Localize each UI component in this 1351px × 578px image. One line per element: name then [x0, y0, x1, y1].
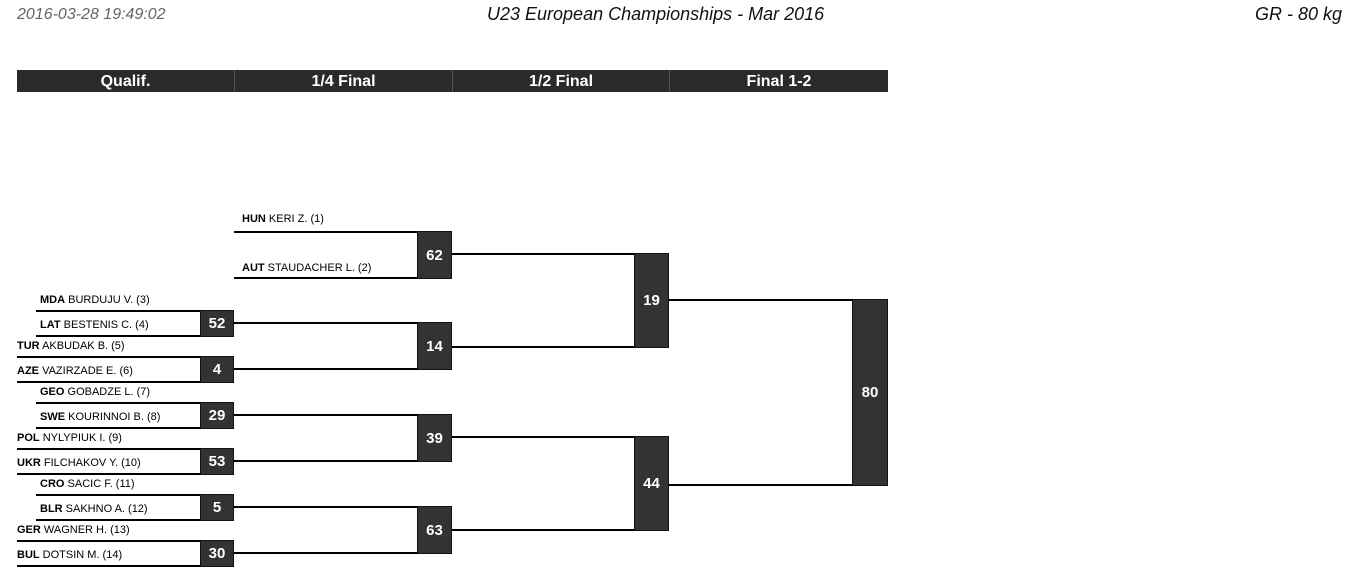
bracket-line [234, 552, 418, 554]
bout-q4: 53 [200, 448, 234, 475]
bout-q5: 5 [200, 494, 234, 521]
round-final: Final 1-2 [746, 73, 812, 90]
competitor-4: LAT BESTENIS C. (4) [40, 319, 149, 331]
bracket-line [36, 402, 200, 404]
competitor-9: POL NYLYPIUK I. (9) [17, 432, 122, 444]
bracket-line [17, 540, 200, 542]
competitor-7: GEO GOBADZE L. (7) [40, 386, 151, 398]
timestamp: 2016-03-28 19:49:02 [17, 6, 166, 23]
round-header-bar: Qualif. 1/4 Final 1/2 Final Final 1-2 [17, 70, 888, 92]
competitor-14: BUL DOTSIN M. (14) [17, 549, 123, 561]
bracket-line [234, 414, 418, 416]
bout-final: 80 [852, 299, 888, 486]
bout-q2: 4 [200, 356, 234, 383]
bracket-line [669, 299, 853, 301]
competitor-3: MDA BURDUJU V. (3) [40, 294, 150, 306]
bracket-line [17, 473, 200, 475]
round-semifinal: 1/2 Final [453, 70, 670, 92]
bracket-line [452, 346, 635, 348]
bout-qf3: 39 [417, 414, 452, 462]
round-quarterfinal: 1/4 Final [235, 70, 453, 92]
bracket-line [452, 253, 635, 255]
competitor-12: BLR SAKHNO A. (12) [40, 503, 148, 515]
bracket-line [36, 427, 200, 429]
bracket-line [36, 494, 200, 496]
bracket-line [17, 356, 200, 358]
bout-sf2: 44 [634, 436, 669, 531]
bracket-line [452, 529, 635, 531]
competitor-8: SWE KOURINNOI B. (8) [40, 411, 161, 423]
competitor-10: UKR FILCHAKOV Y. (10) [17, 457, 141, 469]
round-qualif: Qualif. [17, 70, 235, 92]
bracket-line [669, 484, 853, 486]
bout-qf2: 14 [417, 322, 452, 370]
bracket-line [234, 231, 418, 233]
competitor-11: CRO SACIC F. (11) [40, 478, 135, 490]
bout-qf4: 63 [417, 506, 452, 554]
bracket-line [36, 519, 200, 521]
bracket-line [17, 565, 200, 567]
bracket-line [234, 460, 418, 462]
bracket-line [36, 310, 200, 312]
bracket-line [17, 448, 200, 450]
bout-q1: 52 [200, 310, 234, 337]
competitor-6: AZE VAZIRZADE E. (6) [17, 365, 133, 377]
bracket-line [234, 277, 418, 279]
bracket-line [36, 335, 200, 337]
bracket-line [452, 436, 635, 438]
bout-qf1: 62 [417, 231, 452, 279]
weight-category: GR - 80 kg [1254, 4, 1342, 24]
bracket-line [17, 381, 200, 383]
bracket-line [234, 368, 418, 370]
bracket-line [234, 506, 418, 508]
bout-q6: 30 [200, 540, 234, 567]
event-title: U23 European Championships - Mar 2016 [487, 4, 825, 24]
bracket-line [234, 322, 418, 324]
competitor-2: AUT STAUDACHER L. (2) [242, 262, 372, 274]
competitor-1: HUN KERI Z. (1) [242, 213, 324, 225]
competitor-13: GER WAGNER H. (13) [17, 524, 130, 536]
competitor-5: TUR AKBUDAK B. (5) [17, 340, 125, 352]
bout-sf1: 19 [634, 253, 669, 348]
bout-q3: 29 [200, 402, 234, 429]
